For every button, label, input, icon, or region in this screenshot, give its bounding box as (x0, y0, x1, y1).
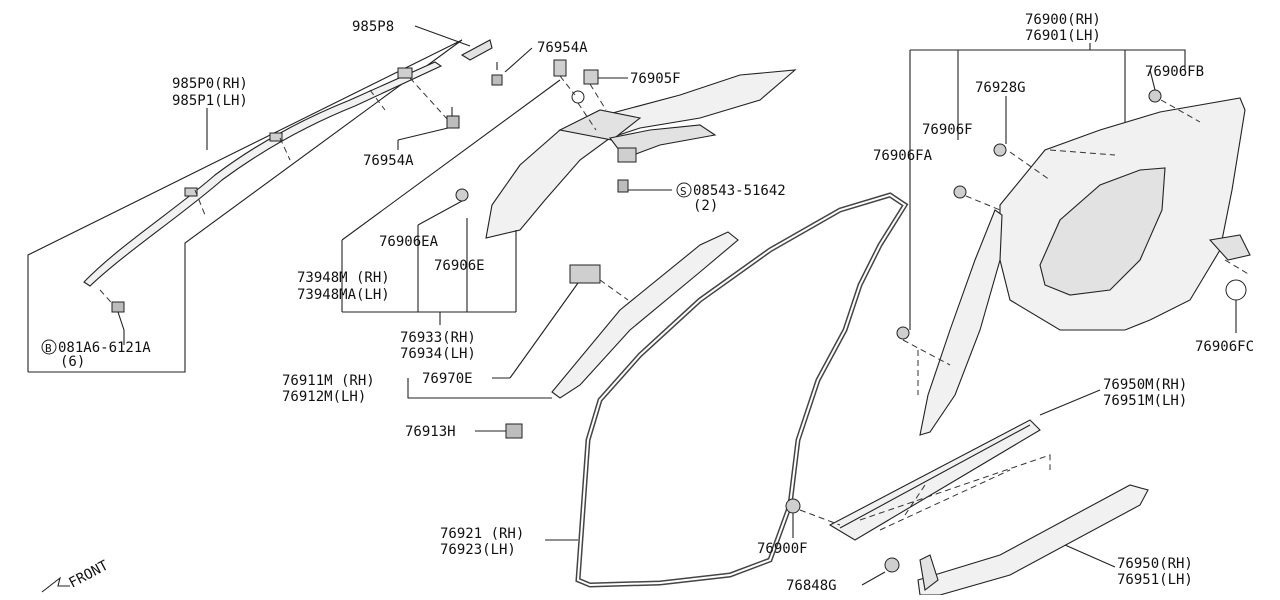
bolt-b-head (111, 301, 125, 313)
clip-76900F (785, 498, 801, 514)
door-welt-group: 76970E 76911M (RH) 76912M(LH) 76913H 769… (282, 192, 909, 588)
airbag-dashes (99, 77, 449, 311)
label-76906F: 76906F (922, 122, 973, 138)
screw-s-symbol (676, 182, 692, 198)
label-76970E: 76970E (422, 371, 473, 387)
label-76911M: 76911M (RH) (282, 373, 375, 389)
airbag-rail-group: B 081A6-6121A (6) 985P0(RH) 985P1(LH) 98… (27, 19, 588, 373)
label-76928G: 76928G (975, 80, 1026, 96)
label-76906E: 76906E (434, 258, 485, 274)
label-76901: 76901(LH) (1025, 28, 1101, 44)
label-08543-qty: (2) (693, 198, 718, 214)
label-73948MA: 73948MA(LH) (297, 287, 390, 303)
front-arrow-icon (41, 576, 70, 593)
clip-76906FB (1148, 89, 1162, 103)
label-76912M: 76912M(LH) (282, 389, 366, 405)
clip-76906FA (896, 326, 910, 340)
label-76906FB: 76906FB (1145, 64, 1204, 80)
rear-quarter-group: 76900(RH) 76901(LH) 76906FB 76928G 76906… (873, 12, 1254, 436)
label-76923: 76923(LH) (440, 542, 516, 558)
lower-pillar-trim-76970E (551, 231, 739, 399)
label-985P0: 985P0(RH) (172, 76, 248, 92)
quarter-window-opening (1039, 167, 1166, 296)
center-dashes (559, 75, 607, 131)
kicking-plate-76950 (917, 484, 1149, 596)
label-081A6-code: 081A6-6121A (58, 340, 151, 356)
pillar-bracket (558, 109, 642, 141)
sill-plate-76950M (828, 419, 1041, 541)
screw-08543 (617, 179, 629, 193)
sensor-985P8 (460, 39, 493, 61)
airbag-connector (397, 67, 413, 79)
screw-76954A-mid (446, 115, 460, 129)
airbag-clip-1 (269, 132, 283, 142)
clip-76906F (953, 185, 967, 199)
quarter-pillar-trim (919, 209, 1003, 436)
clip-pillar-lower (569, 264, 601, 284)
label-front: FRONT (66, 557, 111, 591)
label-08543-code: 08543-51642 (693, 183, 786, 199)
roof-rail-airbag (83, 61, 443, 287)
label-985P8: 985P8 (352, 19, 394, 35)
screw-76954A-top (491, 74, 503, 86)
label-76913H: 76913H (405, 424, 456, 440)
clip-76848G (884, 557, 900, 573)
label-73948M: 73948M (RH) (297, 270, 390, 286)
clip-76913H (505, 423, 523, 439)
screw-s-letter: S (680, 185, 687, 198)
sill-group: 76950M(RH) 76951M(LH) 76900F 76848G 7695… (757, 377, 1193, 596)
upper-pillar-trim (485, 69, 797, 239)
label-76900: 76900(RH) (1025, 12, 1101, 28)
label-985P1: 985P1(LH) (172, 93, 248, 109)
clip-76928G (993, 143, 1007, 157)
label-76951M: 76951M(LH) (1103, 393, 1187, 409)
front-indicator: FRONT (41, 557, 112, 593)
label-76905F: 76905F (630, 71, 681, 87)
quarter-rear-bracket (1208, 234, 1251, 261)
label-76906EA: 76906EA (379, 234, 439, 250)
label-76900F: 76900F (757, 541, 808, 557)
kicking-plate-end (919, 554, 939, 591)
center-pillar-group: 76905F S 08543-51642 (2) 76906EA 76906E … (297, 59, 797, 362)
bolt-b-symbol (41, 339, 57, 355)
pillar-lower-dash (599, 279, 629, 301)
clip-76905F (583, 69, 599, 85)
label-76950: 76950(RH) (1117, 556, 1193, 572)
label-76848G: 76848G (786, 578, 837, 594)
airbag-clip-2 (184, 187, 198, 197)
label-081A6-qty: (6) (60, 354, 85, 370)
label-76906FA: 76906FA (873, 148, 933, 164)
clip-top-center (553, 59, 567, 77)
clip-76906EA (455, 188, 469, 202)
cap-76906FC (1225, 279, 1247, 301)
airbag-callout-box (27, 39, 463, 373)
label-76951: 76951(LH) (1117, 572, 1193, 588)
pillar-fastener-block (617, 147, 637, 163)
label-76950M: 76950M(RH) (1103, 377, 1187, 393)
label-76934: 76934(LH) (400, 346, 476, 362)
label-76954A-top: 76954A (537, 40, 588, 56)
label-76921: 76921 (RH) (440, 526, 524, 542)
label-76906FC: 76906FC (1195, 339, 1254, 355)
label-76933: 76933(RH) (400, 330, 476, 346)
label-76954A-mid: 76954A (363, 153, 414, 169)
bolt-b-letter: B (45, 342, 52, 355)
